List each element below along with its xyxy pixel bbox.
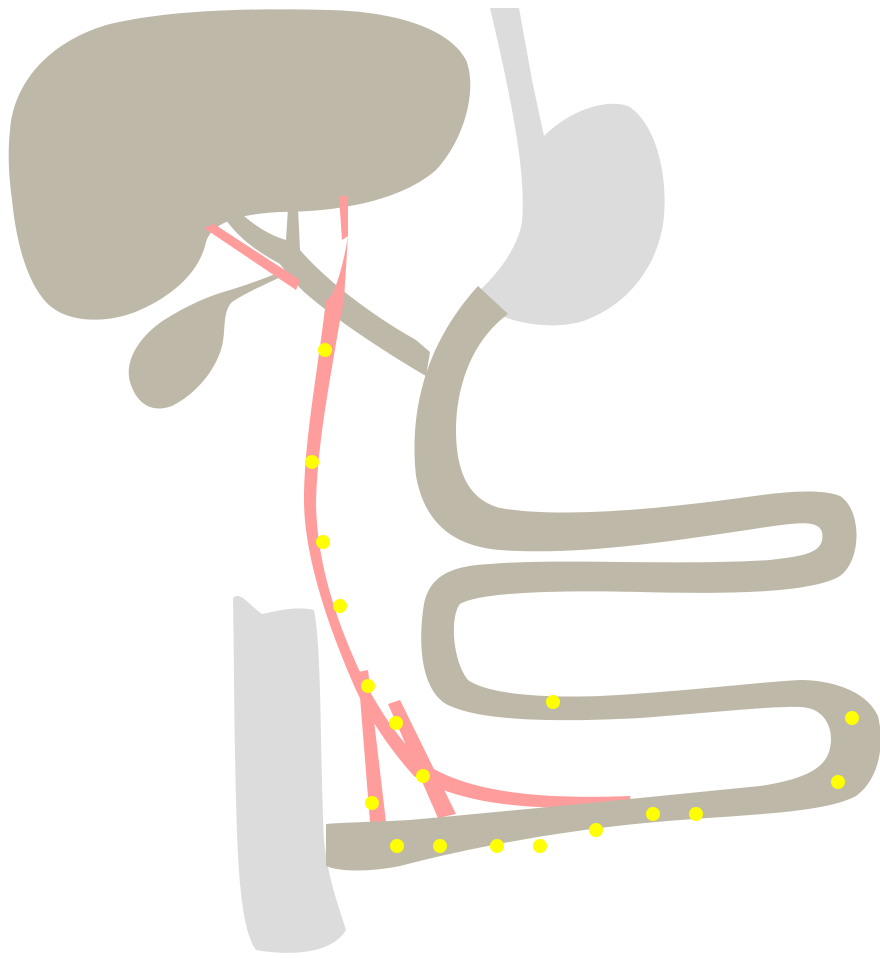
marker xyxy=(689,807,703,821)
marker xyxy=(390,839,404,853)
esophagus xyxy=(478,8,665,325)
marker xyxy=(333,599,347,613)
liver xyxy=(9,9,471,319)
marker xyxy=(361,679,375,693)
intestine-group xyxy=(326,286,880,871)
marker xyxy=(646,807,660,821)
hepatic-artery-upper xyxy=(339,196,348,240)
marker xyxy=(318,343,332,357)
marker xyxy=(831,775,845,789)
marker-group xyxy=(305,343,859,853)
marker xyxy=(533,839,547,853)
marker xyxy=(365,796,379,810)
marker xyxy=(316,535,330,549)
marker xyxy=(433,839,447,853)
colon xyxy=(233,596,346,953)
duodenum xyxy=(326,286,880,871)
marker xyxy=(305,455,319,469)
marker xyxy=(546,695,560,709)
marker xyxy=(416,769,430,783)
stomach-group xyxy=(478,8,665,325)
marker xyxy=(589,823,603,837)
marker xyxy=(845,711,859,725)
marker xyxy=(389,716,403,730)
marker xyxy=(490,839,504,853)
